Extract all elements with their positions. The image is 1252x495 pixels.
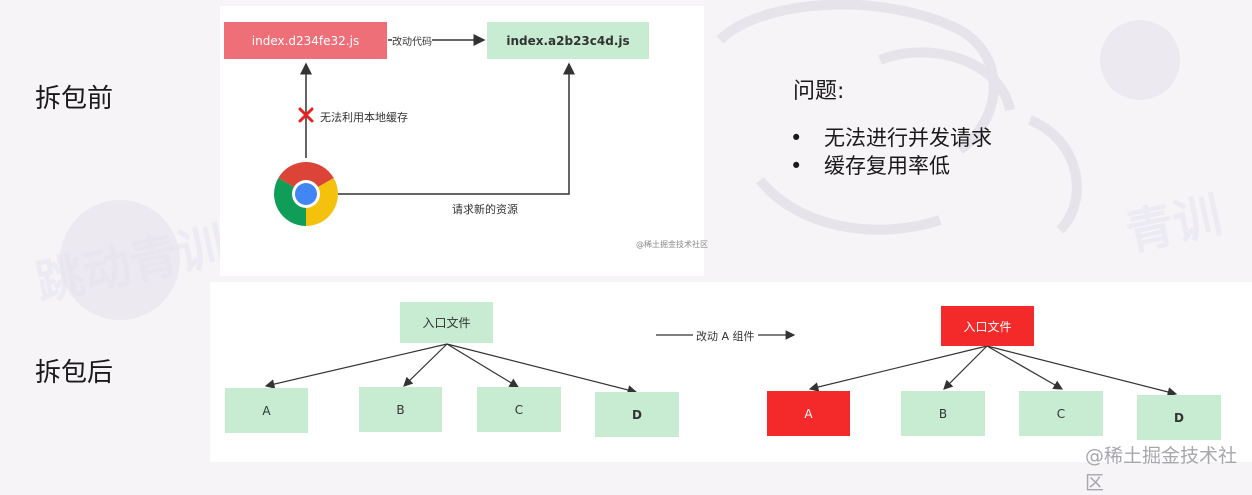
label-before: 拆包前 — [35, 84, 114, 114]
component-box-d: D — [595, 392, 679, 437]
bullet: • — [790, 154, 803, 178]
new-file-box: index.a2b23c4d.js — [487, 22, 649, 59]
issue-text: 缓存复用率低 — [824, 154, 950, 178]
cache-fail-label: 无法利用本地缓存 — [320, 111, 408, 124]
component-box-b-after: B — [901, 391, 985, 436]
component-box-b: B — [359, 387, 442, 432]
entry-file-box: 入口文件 — [400, 302, 493, 343]
issue-text: 无法进行并发请求 — [824, 126, 992, 150]
component-label: D — [1174, 410, 1184, 425]
component-box-a-changed: A — [767, 391, 850, 436]
component-label: A — [262, 403, 271, 418]
component-label: D — [632, 407, 642, 422]
component-label: C — [514, 402, 524, 417]
component-label: B — [396, 402, 405, 417]
component-label: C — [1056, 406, 1066, 421]
request-new-label: 请求新的资源 — [452, 203, 518, 216]
change-code-label: 改动代码 — [392, 33, 432, 48]
issue-item: • 缓存复用率低 — [790, 150, 950, 180]
new-file-label: index.a2b23c4d.js — [506, 33, 630, 48]
svg-text:青训: 青训 — [1121, 187, 1227, 262]
issues-title: 问题: — [793, 79, 845, 104]
component-box-a: A — [225, 388, 308, 433]
issue-item: • 无法进行并发请求 — [790, 122, 992, 152]
component-box-d-after: D — [1137, 395, 1221, 440]
old-file-label: index.d234fe32.js — [251, 33, 360, 48]
background-illustration: 跳动青训 青训 — [31, 0, 1227, 320]
entry-file-label: 入口文件 — [422, 316, 471, 330]
component-box-c: C — [477, 387, 561, 432]
diagram-watermark: @稀土掘金技术社区 — [636, 240, 708, 249]
entry-file-label: 入口文件 — [963, 319, 1012, 334]
component-label: B — [938, 406, 948, 421]
bullet: • — [790, 126, 803, 150]
component-box-c-after: C — [1019, 391, 1103, 436]
label-after: 拆包后 — [35, 358, 114, 388]
footer-watermark: @稀土掘金技术社区 — [1085, 445, 1238, 494]
entry-file-box-changed: 入口文件 — [941, 306, 1034, 346]
old-file-box: index.d234fe32.js — [224, 22, 387, 59]
close-icon — [298, 107, 314, 123]
chrome-icon — [274, 162, 338, 226]
change-component-label: 改动 A 组件 — [693, 328, 758, 344]
component-label: A — [804, 406, 813, 421]
